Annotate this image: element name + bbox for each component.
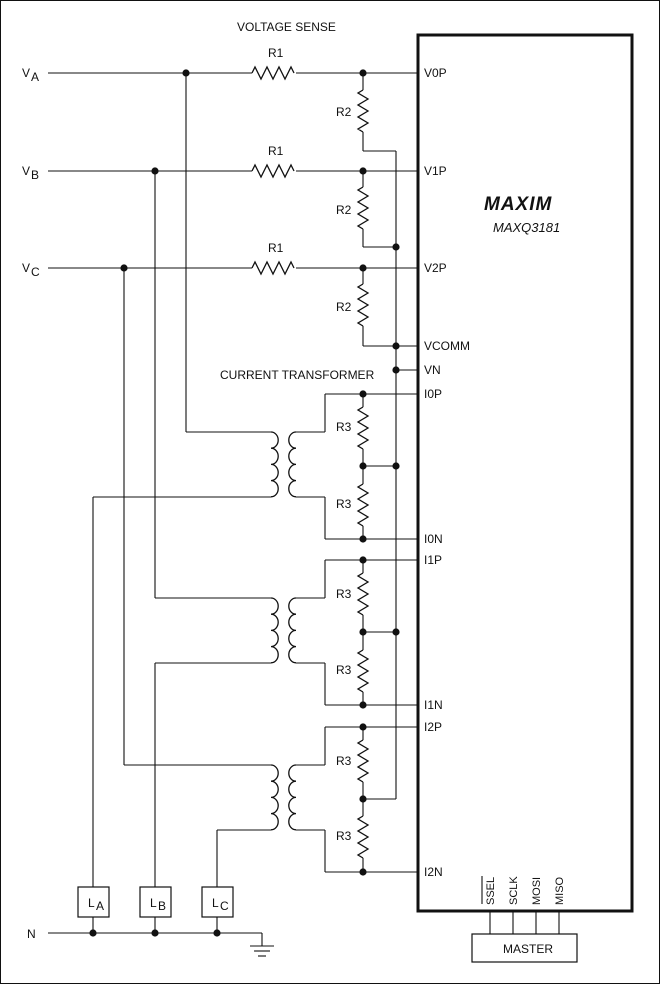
svg-text:R1: R1: [268, 241, 284, 255]
svg-text:V: V: [22, 66, 30, 80]
svg-text:L: L: [150, 896, 157, 910]
load-b: L B: [139, 886, 172, 918]
pin-i2p: I2P: [424, 720, 442, 734]
svg-text:R2: R2: [336, 105, 352, 119]
pin-v1p: V1P: [424, 164, 447, 178]
svg-text:A: A: [31, 70, 39, 84]
maxq3181-chip: MAXIM MAXQ3181 V0P V1P V2P VCOMM VN I0P …: [416, 33, 634, 913]
load-a: L A: [77, 886, 110, 918]
phase-b-line: R1: [48, 144, 418, 179]
spi-bus: [489, 911, 560, 934]
svg-text:C: C: [31, 265, 40, 279]
master-block: MASTER: [471, 933, 578, 963]
pin-i2n: I2N: [424, 865, 443, 879]
pin-vn: VN: [424, 363, 441, 377]
vb-label: V B: [22, 164, 39, 182]
svg-text:R1: R1: [268, 46, 284, 60]
svg-text:L: L: [88, 896, 95, 910]
junction-dots: [89, 69, 400, 937]
svg-text:L: L: [212, 896, 219, 910]
vc-label: V C: [22, 261, 40, 279]
svg-text:R3: R3: [336, 497, 352, 511]
pin-mosi: MOSI: [531, 877, 543, 905]
svg-text:C: C: [220, 899, 229, 913]
current-transformer-title: CURRENT TRANSFORMER: [220, 368, 375, 382]
pin-vcomm: VCOMM: [424, 339, 470, 353]
va-label: V A: [22, 66, 39, 84]
phase-c-primary-wire: [123, 268, 271, 887]
maxim-logo: MAXIM: [484, 194, 553, 215]
current-transformer-0: R3 R3: [270, 393, 418, 540]
r2-divider-b: R2: [336, 171, 396, 248]
pin-v0p: V0P: [424, 66, 447, 80]
ground-symbol: [250, 945, 274, 957]
pin-v2p: V2P: [424, 261, 447, 275]
svg-text:V: V: [22, 164, 30, 178]
svg-text:R3: R3: [336, 587, 352, 601]
svg-text:R2: R2: [336, 203, 352, 217]
pin-i1p: I1P: [424, 553, 442, 567]
svg-text:B: B: [31, 168, 39, 182]
phase-c-line: R1: [48, 241, 418, 276]
pin-ssel: SSEL: [485, 877, 497, 905]
phase-a-primary-wire: [92, 73, 271, 887]
r2-divider-c: R2: [336, 268, 418, 347]
svg-text:B: B: [158, 899, 166, 913]
r2-divider-a: R2: [336, 73, 396, 152]
pin-sclk: SCLK: [508, 876, 520, 905]
svg-text:MASTER: MASTER: [503, 942, 553, 956]
svg-text:R1: R1: [268, 144, 284, 158]
pin-i0p: I0P: [424, 387, 442, 401]
pin-i1n: I1N: [424, 698, 443, 712]
pin-i0n: I0N: [424, 532, 443, 546]
load-c: L C: [201, 886, 234, 918]
part-number: MAXQ3181: [493, 220, 560, 235]
svg-text:R3: R3: [336, 754, 352, 768]
phase-b-primary-wire: [154, 171, 271, 887]
neutral-label: N: [27, 927, 36, 941]
svg-text:A: A: [96, 899, 104, 913]
phase-a-line: R1: [48, 46, 418, 81]
svg-text:R2: R2: [336, 300, 352, 314]
pin-miso: MISO: [554, 876, 566, 905]
voltage-sense-title: VOLTAGE SENSE: [237, 20, 336, 34]
svg-text:V: V: [22, 261, 30, 275]
svg-text:R3: R3: [336, 420, 352, 434]
current-transformer-1: R3 R3: [270, 559, 418, 706]
svg-text:R3: R3: [336, 663, 352, 677]
svg-text:R3: R3: [336, 829, 352, 843]
